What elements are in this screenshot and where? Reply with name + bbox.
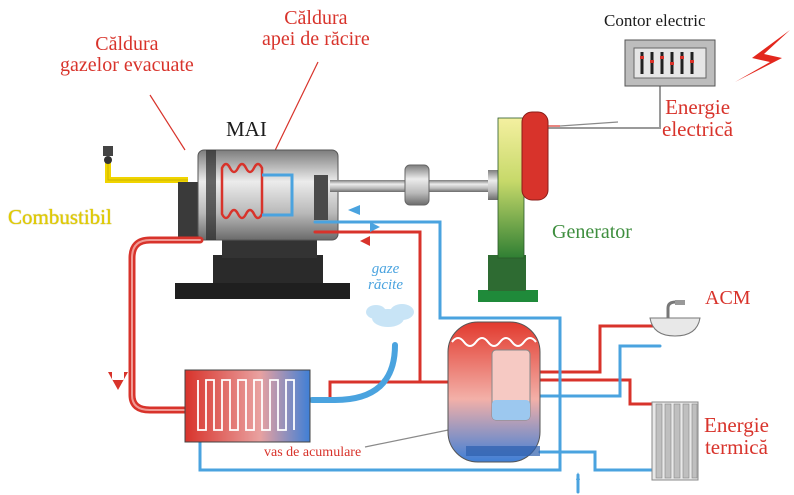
radiator-icon (651, 401, 699, 481)
electric-meter-icon (624, 39, 716, 87)
cooled-gas-cloud (366, 304, 414, 327)
cold-water-pipes (198, 220, 662, 494)
engine-label: MAI (226, 117, 267, 141)
flow-arrows (108, 205, 580, 480)
lightning-icon (735, 30, 790, 82)
storage-tank-icon (447, 321, 541, 463)
generator-label: Generator (552, 221, 632, 243)
dhw-label: ACM (705, 287, 751, 309)
engine-icon (175, 149, 350, 299)
label-pointer-lines (149, 61, 619, 448)
sink-icon (649, 300, 701, 337)
fuel-label: Combustibil (8, 205, 112, 229)
storage-tank-label: vas de acumulare (264, 445, 362, 460)
meter-line (548, 84, 661, 129)
heat-exchanger-icon (184, 369, 311, 443)
meter-label: Contor electric (604, 11, 706, 30)
generator-icon (478, 111, 549, 302)
fuel-valve-icon (103, 146, 188, 183)
drive-shaft (330, 164, 502, 206)
